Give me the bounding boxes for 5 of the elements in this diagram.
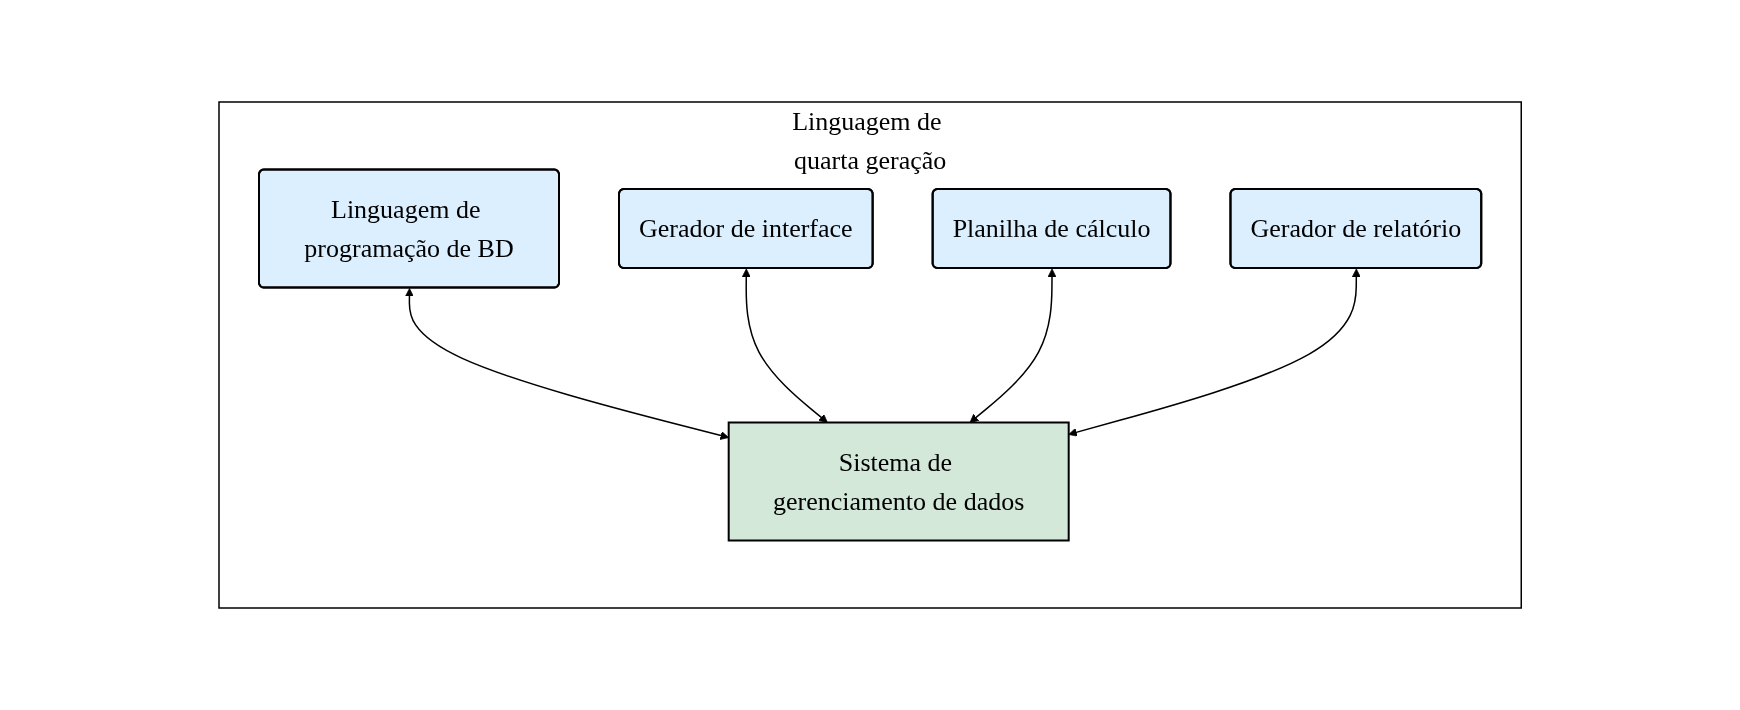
arrow — [969, 268, 1057, 423]
arrow — [741, 268, 828, 423]
arrow — [404, 288, 729, 440]
arrow — [1068, 268, 1361, 437]
node-box: Sistema de gerenciamento de dados — [727, 421, 1070, 542]
